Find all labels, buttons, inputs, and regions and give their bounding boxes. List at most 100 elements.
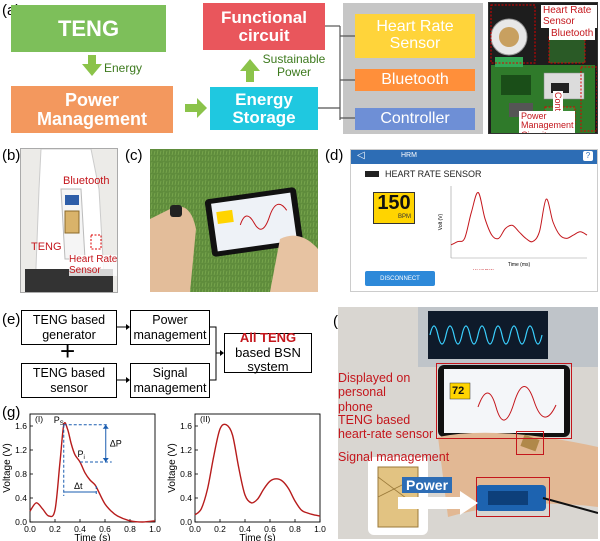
power-arrow	[398, 491, 478, 515]
dp-label: ΔP	[110, 438, 122, 448]
all-teng-text: All TENG	[239, 329, 297, 345]
photo-label-power-management: Power Management Circuit	[519, 111, 575, 133]
arrow-right-to-storage	[185, 98, 207, 118]
x-tick-label: 0.4	[239, 524, 251, 534]
y-tick-label: 1.2	[180, 445, 192, 455]
power-label: Power	[402, 477, 453, 493]
x-tick-label: 1.0	[314, 524, 326, 534]
panel-number: (I)	[35, 414, 43, 424]
power-arrow-label: Power	[398, 477, 478, 515]
label-signal-management: Signal management	[338, 450, 450, 464]
f-highlight-sensor	[516, 431, 544, 455]
panel-number: (II)	[200, 414, 211, 424]
heart-rate-sensor-block: Heart Rate Sensor	[355, 14, 475, 58]
phone-in-hand-photo	[150, 149, 318, 292]
label-displayed-phone: Displayed on personal phone	[338, 371, 411, 414]
x-tick-label: 0.4	[74, 524, 86, 534]
arrow-sustainable-up	[240, 59, 260, 82]
sensor-heading: HEART RATE SENSOR	[385, 169, 482, 179]
d-y-axis-label: Volt (V)	[438, 213, 444, 230]
d-x-axis-label: Time (ms)	[508, 262, 531, 268]
bsn-system-text: based BSN system	[235, 344, 301, 375]
teng-sensor-box: TENG based sensor	[21, 363, 117, 398]
y-tick-label: 1.6	[15, 421, 27, 431]
pi-label: P	[78, 449, 84, 459]
app-header-bar: ◁ HRM ?	[351, 150, 597, 164]
bluetooth-block: Bluetooth	[355, 69, 475, 91]
energy-storage-block: Energy Storage	[210, 87, 318, 130]
back-icon[interactable]: ◁	[357, 150, 365, 161]
app-title: HRM	[401, 152, 417, 159]
y-tick-label: 0.8	[180, 469, 192, 479]
controller-block: Controller	[355, 108, 475, 130]
x-axis-label: Time (s)	[239, 533, 275, 541]
y-axis-label: Voltage (V)	[2, 443, 13, 492]
bpm-value: 150	[377, 192, 411, 214]
power-management-block: Power Management	[11, 86, 173, 133]
photo-label-heart-rate: Heart Rate Sensor	[541, 5, 597, 28]
dp-arrow-head-bottom	[102, 458, 109, 462]
y-tick-label: 1.2	[15, 445, 27, 455]
panel-label-b: (b)	[2, 147, 21, 164]
x-tick-label: 0.2	[214, 524, 226, 534]
status-chip	[365, 171, 379, 177]
waveform-line	[194, 423, 321, 517]
x-tick-label: 0.0	[24, 524, 36, 534]
d-legend: — Heart Rate	[467, 268, 495, 270]
sustainable-label: Sustainable Power	[262, 52, 326, 80]
f-highlight-phone	[436, 363, 572, 439]
teng-block: TENG	[11, 5, 166, 52]
bsn-system-box: All TENG based BSN system	[224, 329, 312, 375]
y-tick-label: 0.8	[15, 469, 27, 479]
circuit-board-photo: Heart Rate Sensor Bluetooth Controller P…	[488, 2, 598, 134]
panel-label-e: (e)	[2, 311, 21, 328]
x-tick-label: 0.6	[99, 524, 111, 534]
grass-phone-illustration	[150, 149, 318, 292]
x-tick-label: 0.0	[189, 524, 201, 534]
panel-label-g: (g)	[2, 404, 21, 421]
label-heart-rate-sensor: TENG based heart-rate sensor	[338, 413, 434, 442]
y-tick-label: 0.4	[180, 493, 192, 503]
plot-frame	[194, 413, 321, 523]
x-tick-label: 0.8	[124, 524, 136, 534]
wrist-device-photo: 72 Displayed on personal phone TENG base…	[338, 307, 598, 539]
help-icon[interactable]: ?	[583, 151, 593, 161]
energy-label: Energy	[104, 61, 143, 75]
d-heart-rate-line	[450, 191, 588, 246]
ps-label: P	[54, 415, 60, 425]
waveform-line	[29, 421, 156, 523]
f-highlight-signal	[476, 477, 550, 517]
panel-label-d: (d)	[325, 147, 344, 164]
b-label-heart-rate: Heart Rate Sensor	[69, 254, 118, 276]
bpm-unit: BPM	[397, 214, 411, 220]
b-label-teng: TENG	[31, 241, 62, 253]
x-tick-label: 1.0	[149, 524, 161, 534]
y-axis-label: Voltage (V)	[167, 443, 178, 492]
y-tick-label: 0.4	[15, 493, 27, 503]
ps-subscript: S	[60, 421, 64, 427]
plot-frame	[29, 413, 156, 523]
dp-arrow-head-top	[102, 424, 109, 429]
photo-label-bluetooth: Bluetooth	[549, 27, 596, 40]
disconnect-button[interactable]: DISCONNECT	[365, 271, 435, 286]
arm-photo: Bluetooth TENG Heart Rate Sensor	[20, 148, 118, 293]
phone-bpm-value: 72	[452, 385, 465, 397]
plus-sign: +	[60, 336, 76, 366]
b-label-bluetooth: Bluetooth	[63, 175, 110, 187]
app-heart-rate-chart: Volt (V) Time (ms) — Heart Rate	[438, 186, 588, 270]
x-tick-label: 0.6	[264, 524, 276, 534]
flow-arrows	[82, 25, 340, 118]
hrm-app-screen: ◁ HRM ? HEART RATE SENSOR 150 BPM Volt (…	[350, 149, 598, 292]
power-management-box: Power management	[130, 310, 210, 345]
e-connectors	[117, 324, 224, 383]
x-tick-label: 0.2	[49, 524, 61, 534]
y-tick-label: 1.6	[180, 421, 192, 431]
panel-label-c: (c)	[125, 147, 143, 164]
pi-subscript: i	[84, 455, 85, 461]
y-tick-label: 0.0	[180, 517, 192, 527]
dt-label: Δt	[74, 481, 83, 491]
circuit-board-illustration	[490, 4, 597, 133]
bpm-display: 150 BPM	[373, 192, 415, 224]
